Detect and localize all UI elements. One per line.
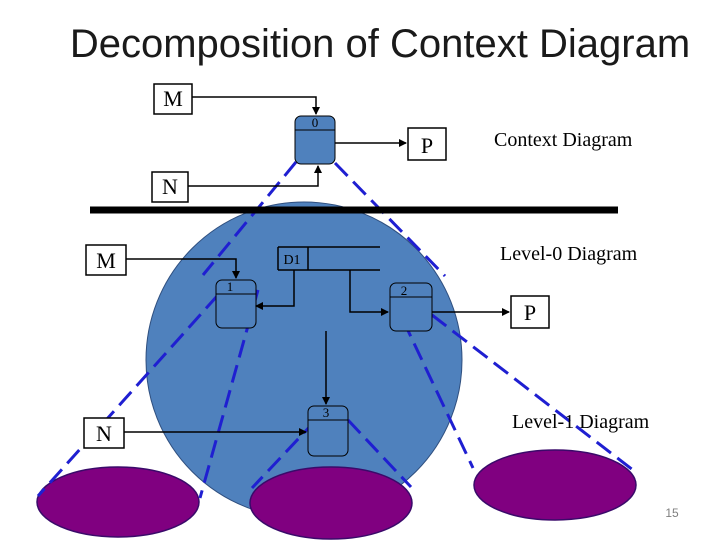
context-diagram-label: Context Diagram [494,129,633,151]
datastore-d1-label: D1 [283,253,300,268]
slide-number: 15 [665,506,679,520]
context-entity-n [151,171,189,203]
level0-process-2 [389,282,433,332]
slide-title: Decomposition of Context Diagram [69,22,691,66]
level0-process-1 [215,279,257,329]
context-entity-n-label: N [162,174,178,199]
level0-entity-m-label: M [96,248,116,273]
level0-entity-m [85,244,127,276]
level0-entity-p-label: P [524,300,536,325]
context-entity-m [153,83,193,115]
level0-process-2-number: 2 [401,283,408,298]
context-entity-p [407,127,447,161]
level1-diagram-label: Level-1 Diagram [512,411,650,433]
level1-oval-right [473,449,637,521]
level0-process-1-number: 1 [227,279,234,294]
context-process-0 [294,115,336,165]
context-entity-m-label: M [163,86,183,111]
level1-oval-middle [249,466,413,540]
level0-process-3 [307,405,349,457]
level0-process-3-number: 3 [323,405,330,420]
datastore-d1 [277,246,380,271]
level1-oval-left [36,466,200,538]
level0-entity-p [510,295,550,329]
context-entity-p-label: P [421,133,433,158]
level0-entity-n [83,417,125,449]
context-process-number: 0 [312,115,319,130]
level0-entity-n-label: N [96,421,112,446]
level0-diagram-label: Level-0 Diagram [500,243,638,265]
